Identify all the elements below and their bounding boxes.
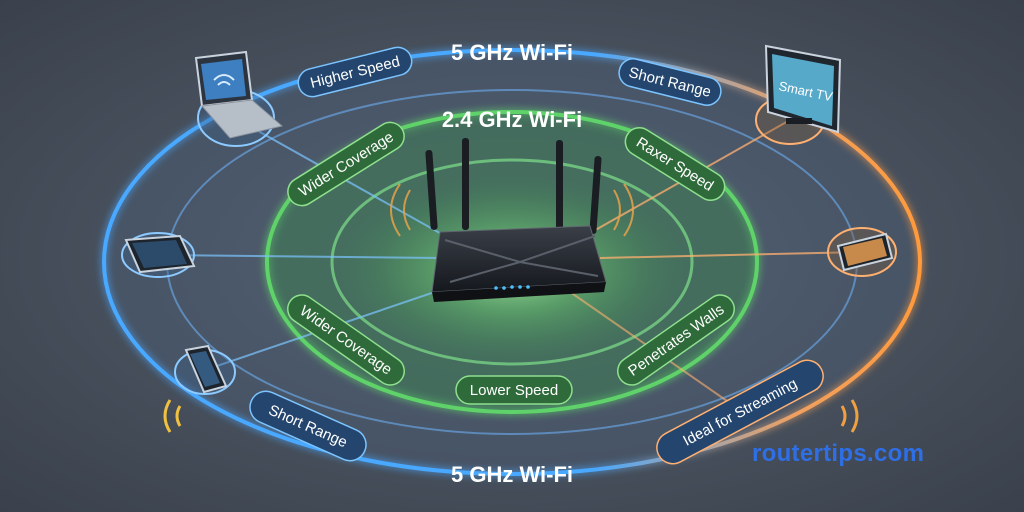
outer-ring-bottom-label: 5 GHz Wi-Fi <box>451 462 573 487</box>
smartphone-icon-right <box>827 227 897 277</box>
badge-lower-speed-text: Lower Speed <box>470 382 558 399</box>
line-phone-right <box>599 251 863 259</box>
router-signal-waves-icon <box>390 183 634 237</box>
router-icon <box>390 138 634 302</box>
outer-ring <box>102 48 922 476</box>
watermark: routertips.com <box>752 440 925 467</box>
line-tv <box>559 119 791 251</box>
wifi-waves-icon-left <box>163 399 182 433</box>
smartphone-icon-left <box>174 344 236 395</box>
laptop-icon <box>194 50 284 147</box>
wifi-waves-icon-right <box>840 399 859 433</box>
outer-ring-top-label: 5 GHz Wi-Fi <box>451 40 573 65</box>
line-tablet <box>159 254 441 259</box>
router-status-leds <box>494 285 530 290</box>
inner-ring-top-label: 2.4 GHz Wi-Fi <box>442 107 582 132</box>
badge-lower-speed: Lower Speed <box>455 375 573 405</box>
badge-short-range-bottom: Short Range <box>249 390 367 462</box>
smart-tv-icon: Smart TV <box>755 44 842 145</box>
tablet-icon <box>121 232 196 278</box>
